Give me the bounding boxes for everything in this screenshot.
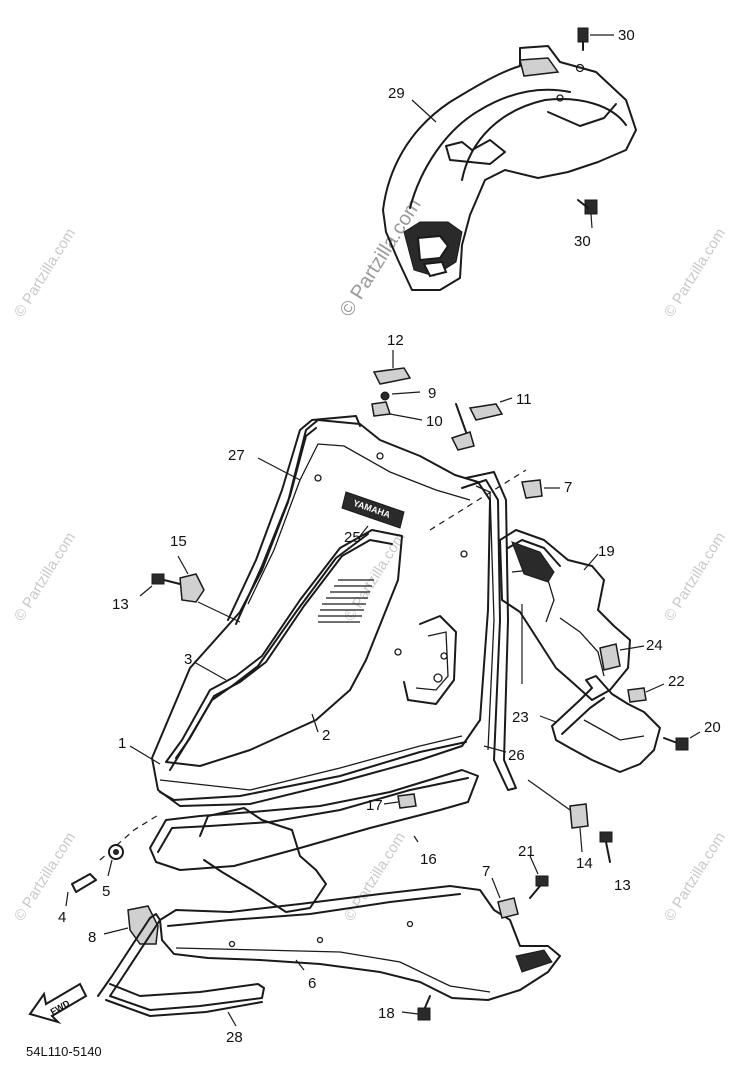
bolt-30-right xyxy=(577,199,598,229)
callout-8: 8 xyxy=(88,929,96,946)
callout-27: 27 xyxy=(228,447,245,464)
callout-17: 17 xyxy=(366,797,383,814)
callout-4: 4 xyxy=(58,909,66,926)
callout-25: 25 xyxy=(344,529,361,546)
nut-part-22 xyxy=(627,683,665,703)
edge-strip-part-26 xyxy=(461,471,517,791)
callout-23: 23 xyxy=(512,709,529,726)
watermarks: © Partzilla.com © Partzilla.com © Partzi… xyxy=(11,195,729,924)
callout-18: 18 xyxy=(378,1005,395,1022)
bracket-part-8 xyxy=(103,905,159,945)
callout-20: 20 xyxy=(704,719,721,736)
callout-5: 5 xyxy=(102,883,110,900)
rear-fender-part xyxy=(382,45,637,291)
bracket-part-23 xyxy=(551,675,661,773)
screw-part-9 xyxy=(380,391,421,401)
callout-24: 24 xyxy=(646,637,663,654)
forward-arrow-icon: FWD xyxy=(28,982,88,1025)
callout-labels: 30 30 29 12 9 11 10 27 7 25 15 19 13 24 … xyxy=(58,27,721,1046)
bolt-part-18 xyxy=(401,995,431,1021)
callout-15: 15 xyxy=(170,533,187,550)
watermark-center-bottom: © Partzilla.com xyxy=(341,829,409,924)
bolt-part-21 xyxy=(529,855,549,899)
callout-3: 3 xyxy=(184,651,192,668)
vent-grille xyxy=(318,579,374,623)
lower-cover-part-6 xyxy=(159,885,561,1001)
bolt-part-13-right xyxy=(599,831,613,863)
callout-2: 2 xyxy=(322,727,330,744)
callout-26: 26 xyxy=(508,747,525,764)
callout-16: 16 xyxy=(420,851,437,868)
watermark-left-bottom: © Partzilla.com xyxy=(11,829,79,924)
floor-trim-part-28 xyxy=(97,913,265,1027)
clip-part-7-top xyxy=(521,479,560,499)
bolt-part-13-left xyxy=(139,573,181,597)
callout-10: 10 xyxy=(426,413,443,430)
clip-part-17 xyxy=(383,793,417,809)
callout-12: 12 xyxy=(387,332,404,349)
callout-13-right: 13 xyxy=(614,877,631,894)
bolt-part-20 xyxy=(663,731,701,751)
dashed-guide-7 xyxy=(429,469,527,531)
watermark-left-mid: © Partzilla.com xyxy=(11,529,79,624)
diagram-code: 54L110-5140 xyxy=(26,1044,102,1059)
callout-7-lower: 7 xyxy=(482,863,490,880)
callout-14: 14 xyxy=(576,855,593,872)
washer-part-5 xyxy=(107,844,124,877)
callout-1: 1 xyxy=(118,735,126,752)
leg-shield-part: YAMAHA xyxy=(151,415,491,807)
lower-trim-part-16 xyxy=(149,769,479,913)
clip-part-11 xyxy=(468,397,513,421)
callout-11: 11 xyxy=(516,391,532,408)
callout-6: 6 xyxy=(308,975,316,992)
watermark-left-top: © Partzilla.com xyxy=(11,225,79,320)
leader-16 xyxy=(413,835,419,843)
watermark-right-mid: © Partzilla.com xyxy=(661,529,729,624)
screw-part-9b xyxy=(450,403,475,451)
leader-lines xyxy=(129,457,599,765)
callout-30-right: 30 xyxy=(574,233,591,250)
callout-13-left: 13 xyxy=(112,596,129,613)
inner-panel-part-19 xyxy=(499,529,631,701)
callout-22: 22 xyxy=(668,673,685,690)
leader-29 xyxy=(411,99,437,123)
watermark-right-top: © Partzilla.com xyxy=(661,225,729,320)
callout-7-top: 7 xyxy=(564,479,572,496)
yamaha-emblem: YAMAHA xyxy=(341,491,405,529)
callout-21: 21 xyxy=(518,843,535,860)
bolt-30-top xyxy=(577,27,614,51)
callout-9: 9 xyxy=(428,385,436,402)
clip-part-24 xyxy=(599,643,645,671)
bracket-part-14 xyxy=(527,779,589,853)
pin-part-4 xyxy=(65,873,97,907)
callout-30-top: 30 xyxy=(618,27,635,44)
watermark-right-bottom: © Partzilla.com xyxy=(661,829,729,924)
callout-19: 19 xyxy=(598,543,615,560)
clip-part-10 xyxy=(371,401,423,421)
clip-part-7-lower xyxy=(491,877,519,919)
clip-part-12 xyxy=(372,350,412,385)
bracket-part-15 xyxy=(177,555,241,623)
callout-29: 29 xyxy=(388,85,405,102)
callout-28: 28 xyxy=(226,1029,243,1046)
